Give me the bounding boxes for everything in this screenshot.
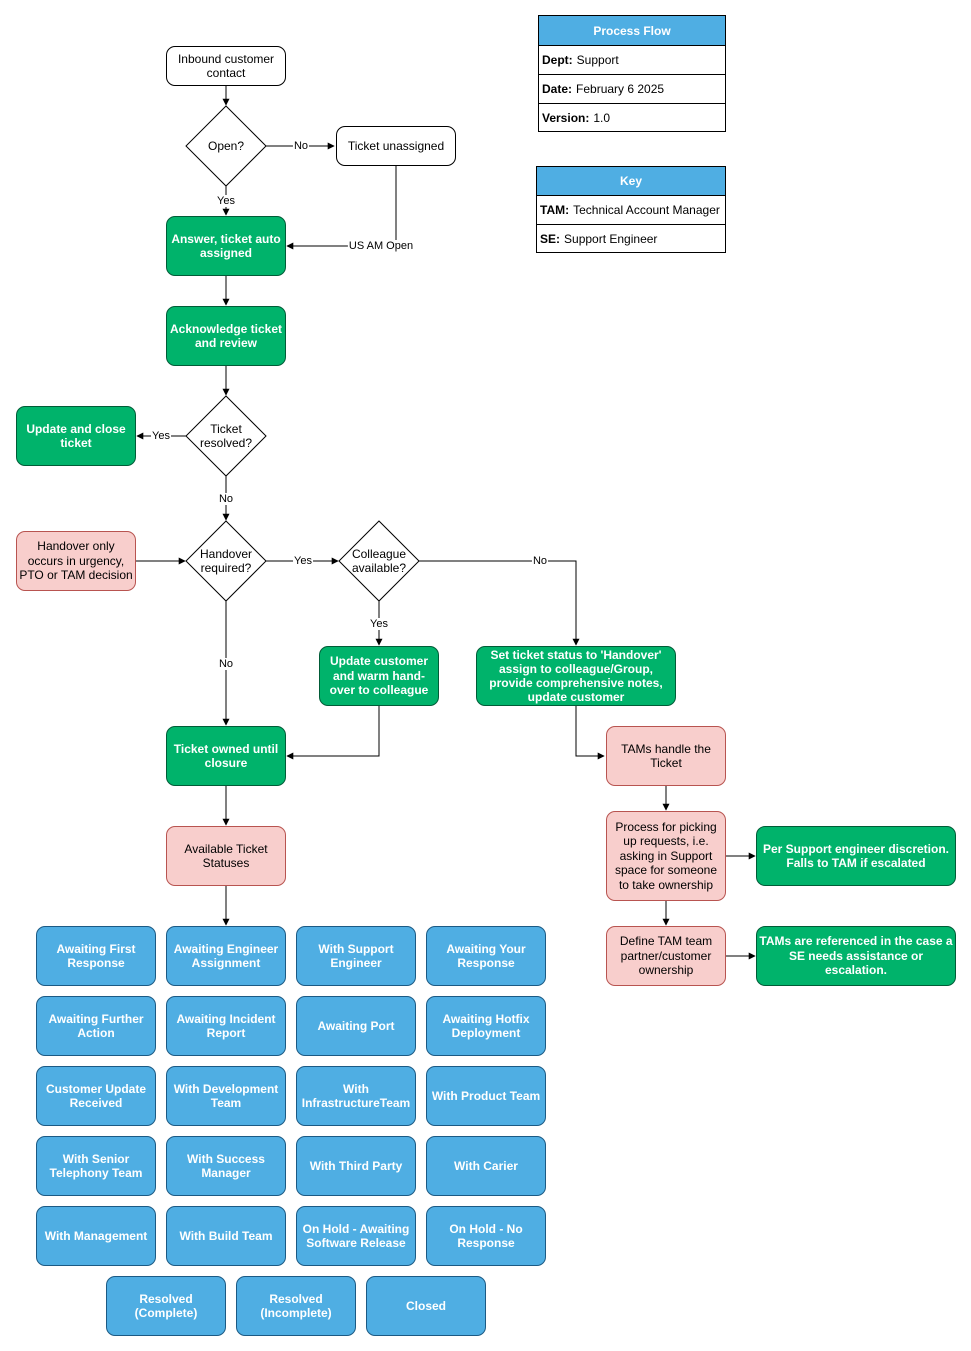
se-row: SE: Support Engineer <box>537 225 725 252</box>
define-tam-node: Define TAM team partner/customer ownersh… <box>606 926 726 986</box>
edge-colleague-no <box>418 560 580 646</box>
colleague-decision-diamond <box>338 520 420 602</box>
available-statuses-node: Available Ticket Statuses <box>166 826 286 886</box>
tam-label: TAM: <box>540 203 570 217</box>
status-tile: Awaiting Engineer Assignment <box>166 926 286 986</box>
date-row: Date: February 6 2025 <box>539 75 725 104</box>
se-value: Support Engineer <box>564 231 658 246</box>
status-tile: With Development Team <box>166 1066 286 1126</box>
status-tile: Customer Update Received <box>36 1066 156 1126</box>
dept-label: Dept: <box>542 53 573 67</box>
ticket-unassigned-node: Ticket unassigned <box>336 126 456 166</box>
inbound-contact-node: Inbound customer contact <box>166 46 286 86</box>
status-tile: Awaiting Your Response <box>426 926 546 986</box>
edge-label-open-yes: Yes <box>216 195 236 207</box>
handover-note-node: Handover only occurs in urgency, PTO or … <box>16 531 136 591</box>
date-label: Date: <box>542 82 573 96</box>
status-tile: With Management <box>36 1206 156 1266</box>
status-tile: With InfrastructureTeam <box>296 1066 416 1126</box>
version-label: Version: <box>542 110 590 125</box>
handover-decision-diamond <box>185 520 267 602</box>
edge-label-open-no: No <box>292 140 310 152</box>
edge-label-colleague-no: No <box>531 555 549 567</box>
tam-row: TAM: Technical Account Manager <box>537 196 725 225</box>
dept-value: Support <box>576 53 619 67</box>
edge-label-handover-no: No <box>217 658 235 670</box>
owned-closure-node: Ticket owned until closure <box>166 726 286 786</box>
status-tile: On Hold - Awaiting Software Release <box>296 1206 416 1266</box>
tams-handle-node: TAMs handle the Ticket <box>606 726 726 786</box>
colleague-decision-label: Colleague available? <box>351 546 407 576</box>
status-tile: With Support Engineer <box>296 926 416 986</box>
status-tile: Awaiting Further Action <box>36 996 156 1056</box>
status-tile: Resolved (Incomplete) <box>236 1276 356 1336</box>
set-handover-node: Set ticket status to 'Handover' assign t… <box>476 646 676 706</box>
status-tile: Awaiting Hotfix Deployment <box>426 996 546 1056</box>
status-tile: On Hold - No Response <box>426 1206 546 1266</box>
key-table: Key TAM: Technical Account Manager SE: S… <box>536 166 726 253</box>
status-tile: With Build Team <box>166 1206 286 1266</box>
edge-label-resolved-no: No <box>217 493 235 505</box>
resolved-decision-diamond <box>185 395 267 477</box>
se-label: SE: <box>540 231 561 246</box>
answer-assigned-node: Answer, ticket auto assigned <box>166 216 286 276</box>
edge-label-resolved-yes: Yes <box>151 430 171 442</box>
se-discretion-node: Per Support engineer discretion. Falls t… <box>756 826 956 886</box>
status-tile: Closed <box>366 1276 486 1336</box>
status-tile: With Third Party <box>296 1136 416 1196</box>
resolved-decision-label: Ticket resolved? <box>199 421 253 451</box>
tams-referenced-node: TAMs are referenced in the case a SE nee… <box>756 926 956 986</box>
dept-row: Dept: Support <box>539 46 725 75</box>
tam-value: Technical Account Manager <box>573 203 720 217</box>
edge-label-handover-yes: Yes <box>293 555 313 567</box>
open-decision-label: Open? <box>207 138 245 153</box>
status-tile: Awaiting Port <box>296 996 416 1056</box>
handover-decision-label: Handover required? <box>199 546 253 576</box>
status-tile: With Success Manager <box>166 1136 286 1196</box>
edge-unassigned-answer <box>286 166 397 250</box>
edge-set-tams <box>575 706 605 760</box>
status-tile: Awaiting Incident Report <box>166 996 286 1056</box>
warm-handover-node: Update customer and warm hand-over to co… <box>319 646 439 706</box>
picking-process-node: Process for picking up requests, i.e. as… <box>606 811 726 901</box>
process-flow-table: Process Flow Dept: Support Date: Februar… <box>538 15 726 132</box>
acknowledge-node: Acknowledge ticket and review <box>166 306 286 366</box>
status-tile: With Senior Telephony Team <box>36 1136 156 1196</box>
key-header: Key <box>537 167 725 196</box>
date-value: February 6 2025 <box>576 82 665 96</box>
edge-label-us-am-open: US AM Open <box>347 240 415 252</box>
update-close-node: Update and close ticket <box>16 406 136 466</box>
version-row: Version: 1.0 <box>539 104 725 131</box>
status-tile: With Product Team <box>426 1066 546 1126</box>
status-tile: Resolved (Complete) <box>106 1276 226 1336</box>
edge-warm-owned <box>286 706 380 760</box>
process-flow-header: Process Flow <box>539 16 725 46</box>
status-tile: Awaiting First Response <box>36 926 156 986</box>
version-value: 1.0 <box>593 110 611 125</box>
status-tile: With Carier <box>426 1136 546 1196</box>
open-decision-diamond <box>185 105 267 187</box>
edge-label-colleague-yes: Yes <box>369 618 389 630</box>
